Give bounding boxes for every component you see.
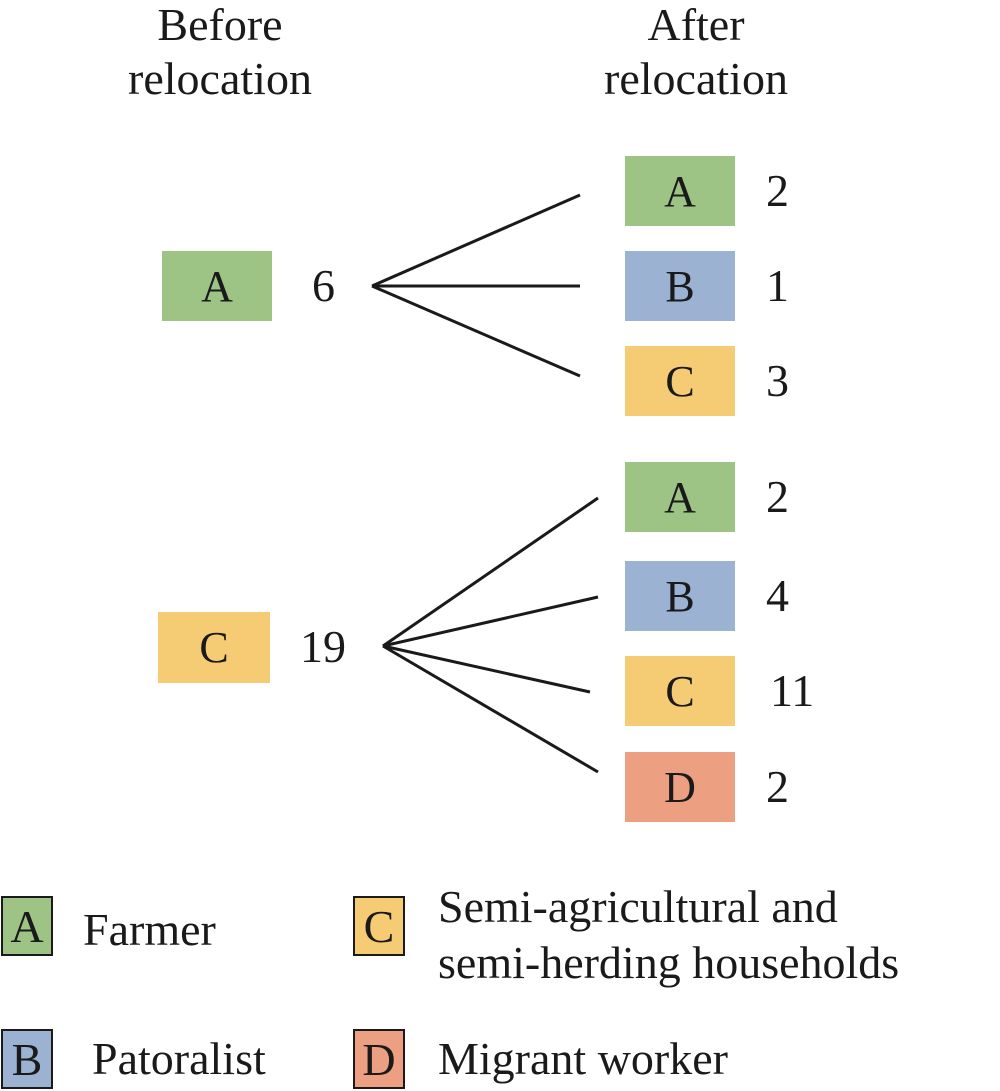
target-box-g1-3: C (625, 346, 735, 416)
legend-box-a: A (1, 896, 53, 956)
legend-label-semi-line2: semi-herding households (438, 937, 900, 988)
line-g2-2 (382, 595, 599, 648)
target-count-g2-4: 2 (766, 761, 789, 812)
line-g1-1 (371, 193, 581, 288)
source-box-g1: A (162, 251, 272, 321)
legend-label-farmer: Farmer (83, 904, 216, 955)
header-after-line1: After (647, 0, 745, 50)
target-box-g2-3: C (625, 656, 735, 726)
legend-label-migrant: Migrant worker (438, 1033, 728, 1084)
header-before-line1: Before (157, 0, 283, 50)
line-g2-4 (382, 644, 599, 774)
target-box-g2-4: D (625, 752, 735, 822)
target-count-g2-2: 4 (766, 570, 789, 621)
target-box-g2-2: B (625, 561, 735, 631)
target-count-g1-2: 1 (766, 260, 789, 311)
target-box-g2-1: A (625, 462, 735, 532)
target-count-g1-1: 2 (766, 165, 789, 216)
target-box-g1-2: B (625, 251, 735, 321)
header-after: After relocation (576, 0, 816, 106)
header-before-line2: relocation (128, 53, 312, 104)
line-g2-1 (382, 496, 599, 648)
source-count-g2: 19 (300, 621, 346, 672)
source-box-g2: C (158, 612, 270, 683)
legend-box-d: D (353, 1029, 405, 1089)
legend-label-semi-line1: Semi-agricultural and (438, 881, 838, 932)
legend-label-pastoralist: Patoralist (92, 1033, 266, 1084)
line-g1-3 (371, 284, 581, 378)
line-g2-3 (382, 644, 591, 694)
header-after-line2: relocation (604, 53, 788, 104)
source-count-g1: 6 (312, 260, 335, 311)
target-count-g1-3: 3 (766, 355, 789, 406)
target-count-g2-1: 2 (766, 471, 789, 522)
target-box-g1-1: A (625, 156, 735, 226)
target-count-g2-3: 11 (770, 665, 815, 716)
header-before: Before relocation (100, 0, 340, 106)
legend-box-c: C (353, 896, 405, 956)
legend-box-b: B (1, 1029, 53, 1089)
